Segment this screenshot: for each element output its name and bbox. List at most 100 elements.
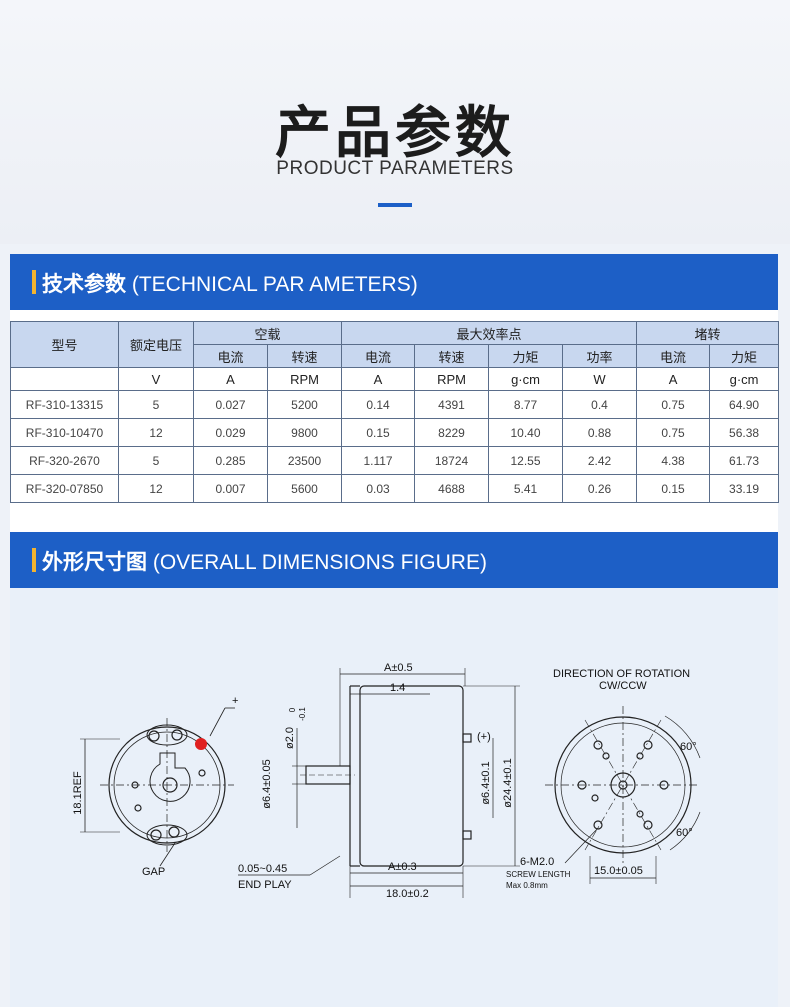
- unit-cell: V: [118, 367, 194, 391]
- cell: 0.03: [341, 474, 416, 503]
- end-view: [80, 707, 235, 867]
- cell: 10.40: [488, 418, 564, 447]
- section-header-dimensions: 外形尺寸图 (OVERALL DIMENSIONS FIGURE): [10, 532, 778, 588]
- cell: 56.38: [709, 418, 780, 447]
- section-marker: [32, 270, 36, 294]
- dim-dir1: DIRECTION OF ROTATION: [553, 668, 690, 680]
- unit-cell: g·cm: [488, 367, 564, 391]
- unit-cell: W: [562, 367, 638, 391]
- front-view: [545, 706, 701, 884]
- cell: 9800: [266, 418, 343, 447]
- cell: 0.285: [193, 446, 268, 475]
- cell: 0.15: [341, 418, 416, 447]
- cell: 23500: [266, 446, 343, 475]
- header-area: 产品参数 PRODUCT PARAMETERS: [0, 0, 790, 244]
- dim-a05: A±0.5: [384, 662, 413, 674]
- spec-table: 型号 额定电压 空载 最大效率点 堵转 电流 转速 电流 转速 力矩 功率 电流…: [10, 321, 780, 503]
- section-title: 外形尺寸图 (OVERALL DIMENSIONS FIGURE): [42, 550, 487, 574]
- cell: RF-320-07850: [10, 474, 119, 503]
- title-underline: [378, 203, 412, 207]
- cell: 4391: [414, 390, 490, 419]
- dim-shaft-tol0: 0: [288, 707, 297, 712]
- dim-18ref: 18.1REF: [72, 771, 84, 815]
- plus-label: +: [232, 695, 238, 707]
- cell: 64.90: [709, 390, 780, 419]
- dim-boss-left: ø6.4±0.05: [261, 759, 273, 808]
- cell: 4.38: [636, 446, 711, 475]
- cell: RF-320-2670: [10, 446, 119, 475]
- dim-shaft-tol: -0.1: [298, 707, 307, 721]
- cell: 0.027: [193, 390, 268, 419]
- cell: 5: [118, 446, 194, 475]
- terminal-red-dot: [195, 738, 207, 750]
- page-title: 产品参数: [275, 101, 515, 166]
- dim-60b: 60°: [676, 827, 693, 839]
- page-subtitle: PRODUCT PARAMETERS: [276, 158, 514, 179]
- cell: 8.77: [488, 390, 564, 419]
- section-header-technical: 技术参数 (TECHNICAL PAR AMETERS): [10, 254, 778, 310]
- dim-60a: 60°: [680, 741, 697, 753]
- header-maxeff: 最大效率点: [341, 321, 638, 345]
- cell: 61.73: [709, 446, 780, 475]
- cell: 0.029: [193, 418, 268, 447]
- dim-endplay: 0.05~0.45: [238, 863, 287, 875]
- unit-cell: [10, 367, 119, 391]
- section-marker: [32, 548, 36, 572]
- dim-m2: 6-M2.0: [520, 856, 554, 868]
- header-current: 电流: [636, 344, 711, 368]
- header-noload: 空载: [192, 321, 343, 345]
- dim-max: Max 0.8mm: [506, 881, 548, 890]
- header-torque: 力矩: [488, 344, 564, 368]
- dim-plus-term: (+): [477, 731, 491, 743]
- cell: 12.55: [488, 446, 564, 475]
- section-title: 技术参数 (TECHNICAL PAR AMETERS): [42, 272, 418, 296]
- cell: 0.15: [636, 474, 711, 503]
- cell: 5600: [266, 474, 343, 503]
- unit-cell: RPM: [266, 367, 343, 391]
- header-voltage: 额定电压: [118, 321, 194, 368]
- cell: 5.41: [488, 474, 564, 503]
- side-view: [238, 668, 520, 898]
- cell: 18724: [414, 446, 490, 475]
- unit-cell: A: [341, 367, 416, 391]
- header-speed: 转速: [266, 344, 343, 368]
- dimensions-panel: + 18.1REF GAP A±0.5 1.4 ø2.0 -0.1 0 (+) …: [10, 588, 778, 1007]
- cell: 33.19: [709, 474, 780, 503]
- header-current: 电流: [193, 344, 268, 368]
- dim-boss-right: ø6.4±0.1: [480, 761, 492, 804]
- cell: 12: [118, 418, 194, 447]
- cell: 12: [118, 474, 194, 503]
- cell: 5: [118, 390, 194, 419]
- dimension-drawing: + 18.1REF GAP A±0.5 1.4 ø2.0 -0.1 0 (+) …: [72, 662, 701, 900]
- header-current: 电流: [341, 344, 416, 368]
- cell: RF-310-13315: [10, 390, 119, 419]
- header-power: 功率: [562, 344, 638, 368]
- header-stall: 堵转: [636, 321, 780, 345]
- dim-body: ø24.4±0.1: [502, 758, 514, 807]
- cell: 0.26: [562, 474, 638, 503]
- cell: 0.75: [636, 418, 711, 447]
- dim-gap: GAP: [142, 866, 165, 878]
- cell: 2.42: [562, 446, 638, 475]
- unit-cell: A: [636, 367, 711, 391]
- dim-180: 18.0±0.2: [386, 888, 429, 900]
- header-model: 型号: [10, 321, 119, 368]
- header-torque: 力矩: [709, 344, 780, 368]
- cell: 5200: [266, 390, 343, 419]
- dim-shaft-dia: ø2.0: [284, 727, 296, 749]
- cell: 1.117: [341, 446, 416, 475]
- dim-a03: A±0.3: [388, 861, 417, 873]
- unit-cell: RPM: [414, 367, 490, 391]
- header-speed: 转速: [414, 344, 490, 368]
- cell: 8229: [414, 418, 490, 447]
- unit-cell: g·cm: [709, 367, 780, 391]
- cell: 0.75: [636, 390, 711, 419]
- dim-1-4: 1.4: [390, 682, 405, 694]
- dim-endplay-label: END PLAY: [238, 879, 292, 891]
- cell: RF-310-10470: [10, 418, 119, 447]
- cell: 0.4: [562, 390, 638, 419]
